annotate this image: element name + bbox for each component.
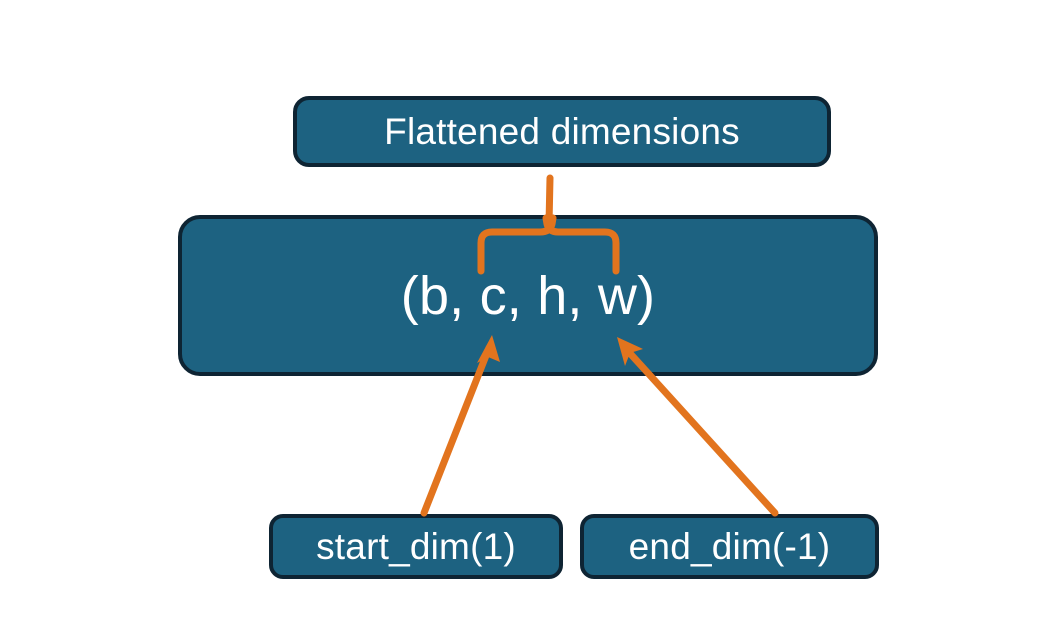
start-dim-label: start_dim(1) — [316, 526, 516, 567]
tensor-shape-box: (b, c, h, w) — [178, 215, 878, 376]
flattened-dimensions-label: Flattened dimensions — [384, 111, 740, 152]
tensor-shape-label: (b, c, h, w) — [400, 265, 656, 326]
start-dim-box: start_dim(1) — [269, 514, 563, 579]
end-dim-box: end_dim(-1) — [580, 514, 879, 579]
end-dim-label: end_dim(-1) — [628, 526, 831, 567]
flattened-dimensions-box: Flattened dimensions — [293, 96, 831, 167]
